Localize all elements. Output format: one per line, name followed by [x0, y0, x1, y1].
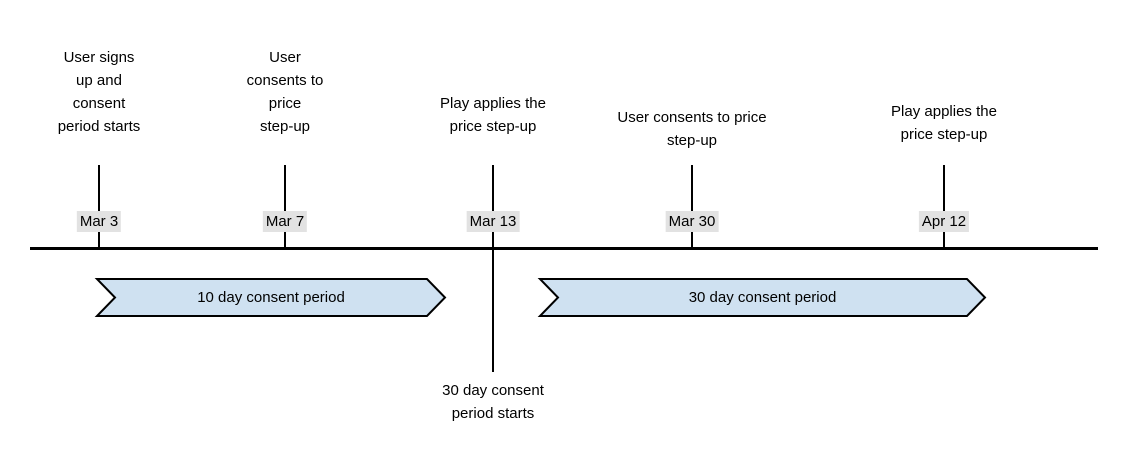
date-chip: Apr 12 [918, 211, 970, 232]
timeline-axis [30, 247, 1098, 250]
timeline-tick [943, 165, 945, 249]
date-chip: Mar 3 [76, 211, 122, 232]
event-caption: User consents to price step-up [617, 109, 767, 149]
event-caption: Play applies the price step-up [440, 95, 546, 135]
date-chip: Mar 30 [665, 211, 719, 232]
date-chip: Mar 13 [466, 211, 520, 232]
date-chip: Mar 7 [262, 211, 308, 232]
consent-period-banner: 10 day consent period [94, 278, 447, 317]
event-caption: User signs up and consent period starts [57, 49, 141, 135]
event-caption: Play applies the price step-up [891, 103, 997, 143]
bottom-callout-label: 30 day consent period starts [442, 382, 544, 422]
banner-chevron-shape [94, 278, 447, 317]
timeline-tick [284, 165, 286, 249]
banner-chevron-shape [537, 278, 987, 317]
event-caption: User consents to price step-up [246, 49, 324, 135]
timeline-tick [98, 165, 100, 249]
consent-period-banner: 30 day consent period [537, 278, 987, 317]
timeline-tick [492, 165, 494, 372]
timeline-tick [691, 165, 693, 249]
